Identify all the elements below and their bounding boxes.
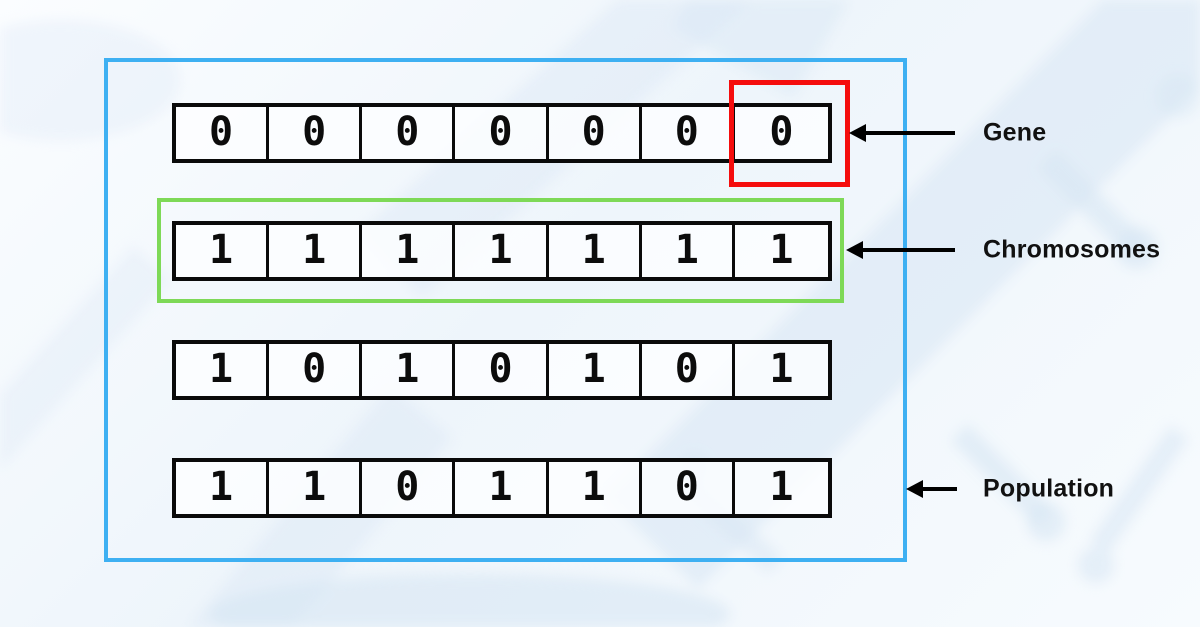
third-row: 1 0 1 0 1 0 1 (172, 340, 832, 400)
population-box (104, 58, 907, 562)
gene-cell: 1 (269, 225, 363, 277)
gene-cell-highlighted: 0 (769, 109, 794, 155)
gene-cell: 1 (455, 225, 549, 277)
gene-cell: 1 (362, 344, 456, 396)
gene-cell: 0 (362, 462, 456, 514)
chromosome-row: 1 1 1 1 1 1 1 (172, 221, 832, 281)
population-arrow (906, 480, 957, 498)
gene-cell: 0 (549, 107, 642, 159)
gene-cell: 1 (176, 225, 270, 277)
gene-cell: 0 (176, 107, 270, 159)
fourth-row: 1 1 0 1 1 0 1 (172, 458, 832, 518)
gene-cell: 1 (549, 462, 642, 514)
population-label: Population (983, 474, 1115, 503)
gene-cell: 1 (549, 344, 642, 396)
gene-cell: 0 (642, 462, 735, 514)
gene-cell: 0 (455, 344, 549, 396)
gene-cell: 1 (176, 344, 270, 396)
gene-cell: 0 (455, 107, 549, 159)
gene-cell: 1 (455, 462, 549, 514)
gene-cell: 0 (269, 107, 363, 159)
gene-cell: 1 (269, 462, 363, 514)
gene-cell: 1 (549, 225, 642, 277)
chromosome-highlight-box (157, 198, 844, 303)
gene-cell: 1 (176, 462, 270, 514)
chromosomes-label: Chromosomes (983, 235, 1161, 264)
gene-label: Gene (983, 118, 1047, 147)
gene-cell: 1 (642, 225, 735, 277)
gene-cell: 0 (642, 107, 735, 159)
gene-cell: 0 (642, 344, 735, 396)
gene-cell: 1 (769, 464, 794, 510)
gene-cell: 1 (769, 227, 794, 273)
gene-cell: 0 (269, 344, 363, 396)
gene-cell: 0 (362, 107, 456, 159)
gene-highlight-box (729, 80, 850, 187)
gene-row: 0 0 0 0 0 0 0 (172, 103, 832, 163)
gene-cell: 1 (362, 225, 456, 277)
gene-cell: 1 (769, 346, 794, 392)
